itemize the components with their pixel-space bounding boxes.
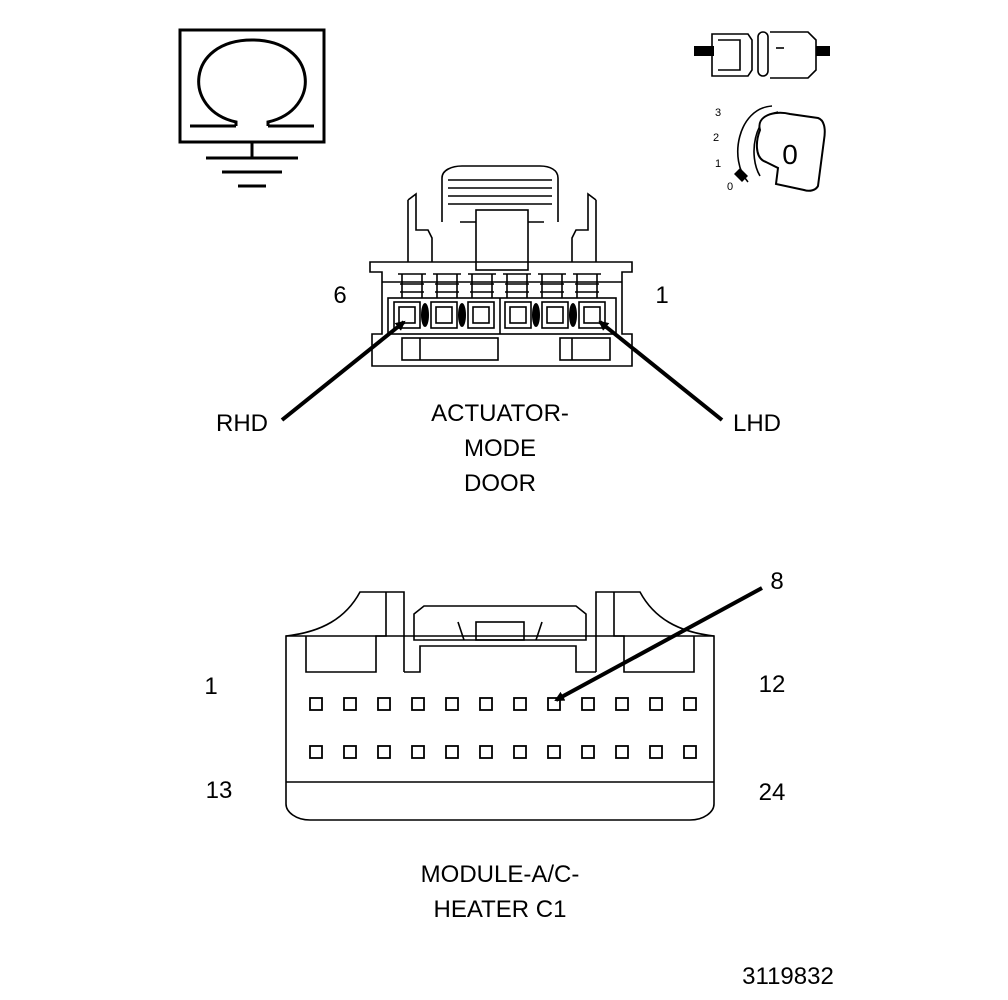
lhd-label: LHD bbox=[733, 410, 781, 437]
rhd-label: RHD bbox=[216, 410, 268, 437]
module-pin-cavity bbox=[411, 745, 425, 759]
connector-view-icon bbox=[694, 31, 830, 79]
module-pin-cavity bbox=[513, 697, 527, 711]
module-title-line-2: HEATER C1 bbox=[434, 896, 567, 923]
module-pin-12-label: 12 bbox=[759, 671, 786, 698]
module-pin-cavity bbox=[343, 697, 357, 711]
actuator-title-line-2: MODE bbox=[464, 435, 536, 462]
module-pin-cavity bbox=[309, 697, 323, 711]
module-pin-cavity bbox=[479, 697, 493, 711]
module-pin-cavity bbox=[411, 697, 425, 711]
ignition-position-1: 1 bbox=[715, 158, 721, 170]
ignition-position-3: 3 bbox=[715, 107, 721, 119]
actuator-title-line-3: DOOR bbox=[464, 470, 536, 497]
module-pin-cavity bbox=[683, 745, 697, 759]
ignition-key-icon: 3 2 1 0 0 bbox=[713, 105, 826, 193]
module-pin-cavity bbox=[649, 745, 663, 759]
module-title-line-1: MODULE-A/C- bbox=[421, 861, 580, 888]
actuator-title-line-1: ACTUATOR- bbox=[431, 400, 569, 427]
module-connector-drawing bbox=[285, 591, 715, 821]
module-pin-cavity bbox=[309, 745, 323, 759]
module-pin-cavity bbox=[615, 697, 629, 711]
module-pin-cavity bbox=[445, 745, 459, 759]
ignition-position-2: 2 bbox=[713, 132, 719, 144]
actuator-connector-drawing bbox=[369, 165, 633, 367]
module-pin-cavity bbox=[479, 745, 493, 759]
actuator-pin-6-label: 6 bbox=[333, 282, 346, 309]
module-pin-8-callout-label: 8 bbox=[770, 568, 783, 595]
figure-number: 3119832 bbox=[742, 963, 834, 990]
module-pin-cavity bbox=[445, 697, 459, 711]
ground-ohm-icon bbox=[178, 28, 326, 188]
pin-8-arrow bbox=[554, 586, 763, 702]
lhd-arrow bbox=[598, 320, 724, 422]
module-pin-13-label: 13 bbox=[206, 777, 233, 804]
module-pin-cavity bbox=[581, 697, 595, 711]
ignition-key-label: 0 bbox=[782, 139, 798, 170]
module-pin-cavity bbox=[513, 745, 527, 759]
module-pin-cavity bbox=[581, 745, 595, 759]
module-pin-1-label: 1 bbox=[204, 673, 217, 700]
module-pin-cavity bbox=[343, 745, 357, 759]
ignition-position-0: 0 bbox=[727, 181, 733, 193]
module-pin-grid bbox=[309, 697, 697, 759]
module-pin-cavity bbox=[615, 745, 629, 759]
module-pin-cavity bbox=[547, 745, 561, 759]
rhd-arrow bbox=[280, 320, 406, 422]
module-pin-24-label: 24 bbox=[759, 779, 786, 806]
module-pin-cavity bbox=[649, 697, 663, 711]
module-pin-cavity bbox=[683, 697, 697, 711]
module-pin-cavity bbox=[377, 745, 391, 759]
actuator-pin-1-label: 1 bbox=[655, 282, 668, 309]
module-pin-cavity bbox=[377, 697, 391, 711]
